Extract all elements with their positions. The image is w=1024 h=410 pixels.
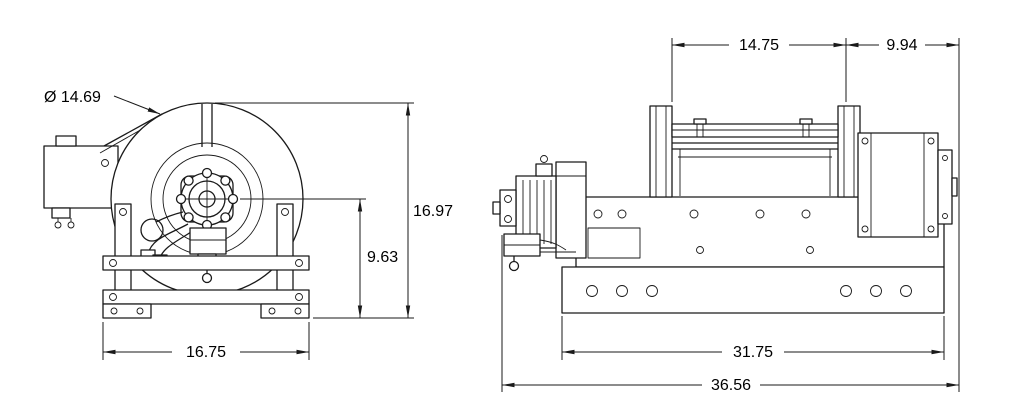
side-left-flange: [649, 105, 673, 198]
side-hydraulic-motor: [492, 155, 587, 272]
front-dimensions: Ø 14.69 16.97 9.63 16.75: [44, 89, 453, 361]
side-lower-plate: [561, 266, 945, 314]
side-control-valve: [503, 233, 576, 272]
front-hub: [175, 167, 239, 231]
side-motor-housing: [857, 132, 958, 238]
side-dimensions: 14.75 9.94 31.75 36.56: [501, 37, 960, 394]
side-right-flange: [837, 105, 861, 198]
front-feet: [102, 303, 310, 319]
dim-label-motor-length: 9.94: [886, 37, 917, 54]
side-tie-bar: [671, 118, 839, 138]
front-mount-box: [43, 113, 163, 229]
front-view: Ø 14.69 16.97 9.63 16.75: [43, 89, 453, 361]
dim-label-drum-length: 14.75: [739, 37, 779, 54]
dim-label-overall-length: 36.56: [711, 377, 751, 394]
side-drum-barrel: [672, 142, 838, 196]
dim-label-base-width: 16.75: [186, 344, 226, 361]
front-frame: [102, 203, 310, 319]
side-motor-end-cap: [937, 149, 958, 225]
dim-label-overall-height: 16.97: [413, 203, 453, 220]
dim-label-drum-diameter: Ø 14.69: [44, 89, 101, 106]
dim-label-frame-length: 31.75: [733, 344, 773, 361]
dim-label-centerline-height: 9.63: [367, 249, 398, 266]
side-view: 14.75 9.94 31.75 36.56: [492, 37, 960, 394]
